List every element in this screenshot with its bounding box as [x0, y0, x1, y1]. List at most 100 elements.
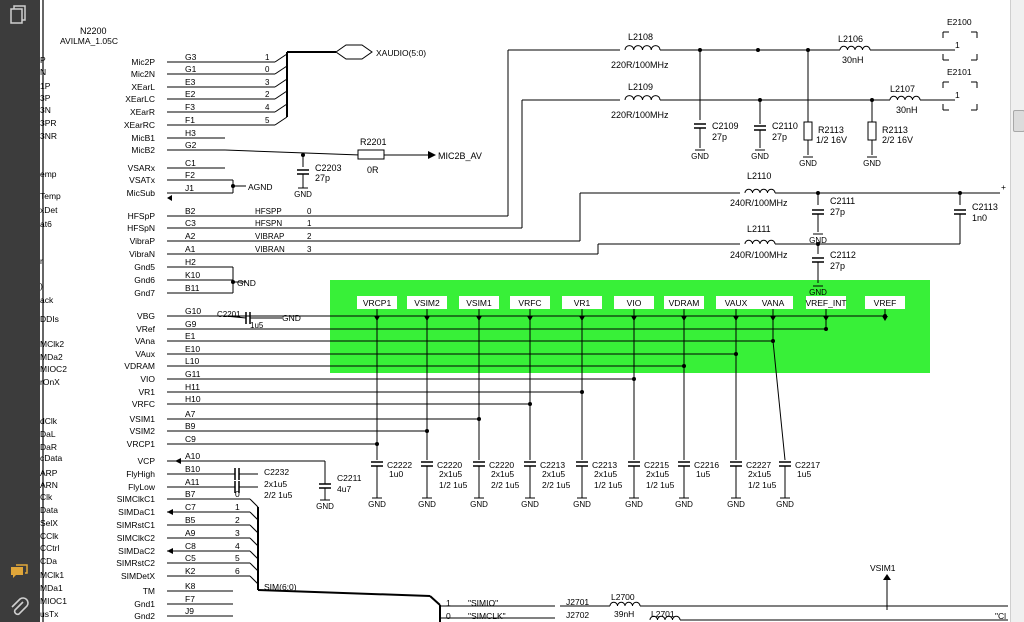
arrow-tip: [167, 509, 173, 515]
inductor-refdes: L2700: [611, 592, 635, 602]
shield-pin: 1: [955, 90, 960, 100]
pin-name: VRef: [136, 324, 156, 334]
pin-name: VSATx: [129, 175, 156, 185]
cut-off-pin-label: r: [40, 256, 43, 266]
gnd-label: GND: [573, 500, 591, 509]
gnd-label: GND: [294, 190, 312, 199]
ball-id: J9: [185, 606, 194, 616]
cut-off-pin-label: ack: [40, 295, 54, 305]
inductor-value: 240R/100MHz: [730, 250, 788, 260]
paperclip-icon[interactable]: [8, 596, 30, 618]
inductor: [744, 239, 776, 245]
ball-id: J1: [185, 183, 194, 193]
inductor-value: 220R/100MHz: [611, 60, 669, 70]
comment-icon[interactable]: [8, 562, 30, 584]
capacitor-value: 2/2 1u5: [491, 480, 520, 490]
cut-off-pin-label: DDIs: [40, 314, 59, 324]
capacitor-refdes: C2217: [795, 460, 820, 470]
gnd-label: GND: [675, 500, 693, 509]
capacitor-value: 27p: [830, 261, 845, 271]
document-pages-icon[interactable]: [8, 4, 30, 26]
sim-net-label: "SIMIO": [468, 598, 498, 608]
regulator-label-bg: [614, 296, 654, 309]
capacitor-refdes: C2110: [772, 121, 798, 131]
xaudio-net-label: XAUDIO(5:0): [376, 48, 426, 58]
agnd-label: AGND: [248, 182, 273, 192]
ball-id: B10: [185, 464, 200, 474]
pin-name: Mic2N: [131, 69, 155, 79]
inductor: [744, 188, 776, 194]
ball-id: G1: [185, 64, 197, 74]
pin-name: VSIM2: [129, 426, 155, 436]
bus-bit-label: 1: [265, 53, 270, 62]
ball-id: C9: [185, 434, 196, 444]
inductor-refdes: L2108: [628, 32, 653, 42]
sim-bit-label: 2: [235, 515, 240, 525]
pin-name: VSIM1: [129, 414, 155, 424]
regulator-label: VRFC: [518, 298, 541, 308]
sim-bit-label: 6: [235, 566, 240, 576]
capacitor-value: 1u5: [250, 321, 264, 330]
capacitor-value: 2/2 1u5: [542, 480, 571, 490]
gnd-label: GND: [470, 500, 488, 509]
cut-off-pin-label: 3PR: [40, 118, 57, 128]
gnd-label: GND: [316, 502, 334, 511]
cut-off-pin-label: DaR: [40, 442, 57, 452]
regulator-label: VDRAM: [669, 298, 700, 308]
ball-id: G11: [185, 369, 201, 379]
pin-name: Gnd7: [134, 288, 155, 298]
bus-bit-label: 0: [446, 611, 451, 621]
ball-id: G2: [185, 140, 197, 150]
pin-name: SIMDaC1: [118, 507, 155, 517]
capacitor-value: 2x1u5: [491, 469, 514, 479]
pin-name: SIMRstC2: [116, 558, 155, 568]
wire: [249, 537, 259, 547]
cut-off-pin-label: ARN: [40, 480, 58, 490]
regulator-label-bg: [664, 296, 704, 309]
mic2b-net-label: MIC2B_AV: [438, 151, 482, 161]
ball-id: K2: [185, 566, 196, 576]
gnd-label: GND: [368, 500, 386, 509]
wire: [249, 511, 259, 521]
capacitor-refdes: C2112: [830, 250, 856, 260]
junction-dot: [756, 48, 760, 52]
cut-off-pin-label: 3P: [40, 93, 51, 103]
pin-name: XEarLC: [125, 94, 155, 104]
pin-name: Gnd6: [134, 275, 155, 285]
bus-bit-label: 2: [265, 90, 270, 99]
ball-id: B5: [185, 515, 196, 525]
shield-box: [942, 32, 978, 60]
scrollbar-thumb[interactable]: [1013, 110, 1024, 132]
ball-id: A10: [185, 451, 200, 461]
left-toolbar: [0, 0, 40, 622]
gnd-net-label: GND: [237, 278, 256, 288]
arrow-tip: [883, 574, 891, 580]
vertical-scrollbar[interactable]: [1010, 0, 1024, 622]
highlight-overlay: [330, 280, 930, 373]
inductor-refdes: L2110: [747, 171, 771, 181]
gnd-label: GND: [799, 159, 817, 168]
cut-off-pin-label: CDa: [40, 556, 57, 566]
pin-name: VCP: [138, 456, 156, 466]
resistor-value: 0R: [367, 165, 379, 175]
cut-off-pin-label: Clk: [40, 492, 53, 502]
capacitor-refdes: C2232: [264, 467, 289, 477]
capacitor-value: 1n0: [972, 213, 987, 223]
pin-name: SIMDetX: [121, 571, 155, 581]
hfs-bit-label: 3: [307, 245, 312, 254]
junction-dot: [231, 184, 235, 188]
resistor-refdes: R2113: [882, 125, 908, 135]
sim-bit-label: 3: [235, 528, 240, 538]
arrow-tip: [428, 151, 436, 159]
wire: [249, 575, 259, 585]
ball-id: G3: [185, 52, 197, 62]
ball-id: C8: [185, 541, 196, 551]
regulator-label-bg: [357, 296, 397, 309]
connector-refdes: J2702: [566, 610, 589, 620]
shield-box: [942, 82, 978, 110]
bus-bit-label: 0: [265, 65, 270, 74]
gnd-label: GND: [418, 500, 436, 509]
cut-off-pin-label: MClk2: [40, 339, 64, 349]
wire: [249, 524, 259, 534]
inductor-value: 30nH: [842, 55, 864, 65]
